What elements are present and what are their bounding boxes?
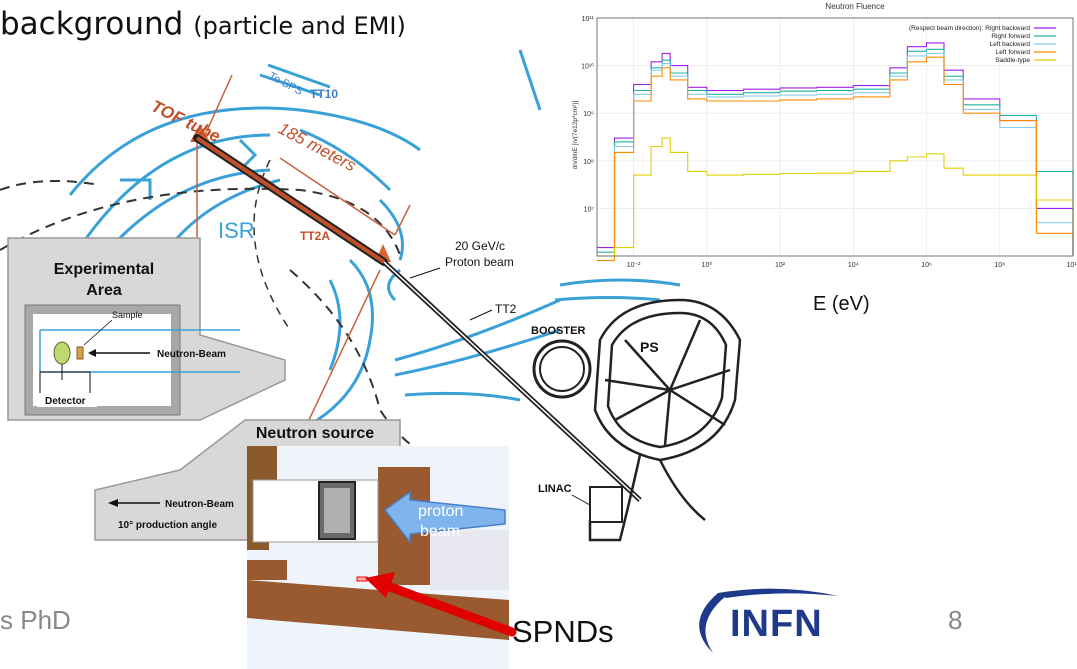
tt2-label: TT2	[495, 302, 517, 316]
slide-title: background (particle and EMI)	[0, 6, 406, 42]
target-photo: proton beam	[247, 446, 509, 669]
exp-area-title-line1: Experimental	[54, 261, 154, 278]
booster-label: BOOSTER	[531, 325, 585, 337]
neutron-source-title: Neutron source	[256, 425, 374, 442]
tt10-label: TT10	[310, 87, 338, 101]
slide-title-main: background	[0, 6, 194, 42]
x-tick-label: 10⁸	[994, 262, 1005, 268]
sample-label: Sample	[112, 310, 143, 320]
series-line-left-forward	[597, 56, 1074, 262]
chart-legend: (Respect beam direction): Right backward…	[909, 25, 1056, 64]
booster-ring	[532, 339, 592, 399]
beam-label: beam	[420, 523, 460, 540]
slide-title-sub: (particle and EMI)	[193, 12, 406, 40]
x-tick-label: 10¹⁰	[1067, 261, 1077, 268]
ps-ring	[588, 298, 742, 542]
x-tick-label: 10⁶	[921, 262, 932, 268]
x-tick-label: 10⁰	[702, 261, 713, 268]
legend-label: Left forward	[996, 49, 1031, 56]
chart-ticks: 10⁻² 10⁰ 10² 10⁴ 10⁶ 10⁸ 10¹⁰ 10¹¹ 10¹⁰ 10⁹ 10⁸ 10⁷	[581, 16, 1077, 268]
y-tick-label: 10⁸	[583, 159, 594, 166]
y-tick-label: 10⁹	[583, 111, 594, 118]
tt2a-label: TT2A	[300, 229, 330, 243]
beam-energy-label: 20 GeV/c	[455, 239, 505, 253]
chart-series	[597, 42, 1074, 262]
linac-box	[589, 486, 623, 523]
production-angle-label: 10° production angle	[118, 520, 217, 531]
detector-sample-holder	[53, 341, 71, 365]
x-tick-label: 10⁻²	[627, 262, 641, 268]
svg-text:INFN: INFN	[730, 603, 823, 645]
to-sps-label: To SPS	[267, 70, 305, 98]
page-number: 8	[948, 605, 963, 635]
experimental-area-callout	[7, 237, 286, 421]
y-tick-label: 10⁷	[584, 206, 595, 213]
linac-label: LINAC	[538, 483, 572, 495]
legend-label: Right forward	[991, 33, 1030, 40]
isr-label: ISR	[218, 218, 255, 243]
neutron-source-callout	[94, 419, 401, 541]
y-tick-label: 10¹¹	[582, 16, 595, 23]
chart-title: Neutron Fluence	[825, 2, 885, 11]
tof-tube-label: TOF tube	[148, 97, 223, 147]
proton-label: proton	[418, 503, 463, 520]
neutron-fluence-chart: Neutron Fluence dn/dlnE [n/(7e12p*cm²)] …	[565, 0, 1077, 268]
beam-name-label: Proton beam	[445, 255, 514, 269]
legend-label: Saddle-type	[995, 57, 1030, 64]
src-neutron-beam-label: Neutron-Beam	[165, 499, 234, 510]
exp-area-title-line2: Area	[86, 282, 122, 299]
footer-text: s PhD	[0, 605, 71, 635]
sample-marker	[76, 346, 84, 360]
x-tick-label: 10⁴	[848, 262, 859, 268]
legend-label: (Respect beam direction): Right backward	[909, 25, 1030, 32]
x-tick-label: 10²	[775, 262, 786, 268]
exp-neutron-beam-label: Neutron-Beam	[157, 349, 226, 360]
distance-label: 185 meters	[275, 119, 359, 176]
spnds-label: SPNDs	[512, 614, 614, 649]
detector-label: Detector	[45, 396, 86, 407]
infn-logo: INFN	[699, 588, 838, 653]
ps-label: PS	[640, 339, 659, 355]
spnds-arrow	[380, 580, 517, 637]
chart-xlabel: E (eV)	[813, 293, 870, 315]
legend-label: Left backward	[990, 41, 1031, 48]
y-tick-label: 10¹⁰	[581, 63, 594, 71]
chart-ylabel: dn/dlnE [n/(7e12p*cm²)]	[572, 100, 579, 169]
series-line-saddle-type	[597, 137, 1074, 257]
